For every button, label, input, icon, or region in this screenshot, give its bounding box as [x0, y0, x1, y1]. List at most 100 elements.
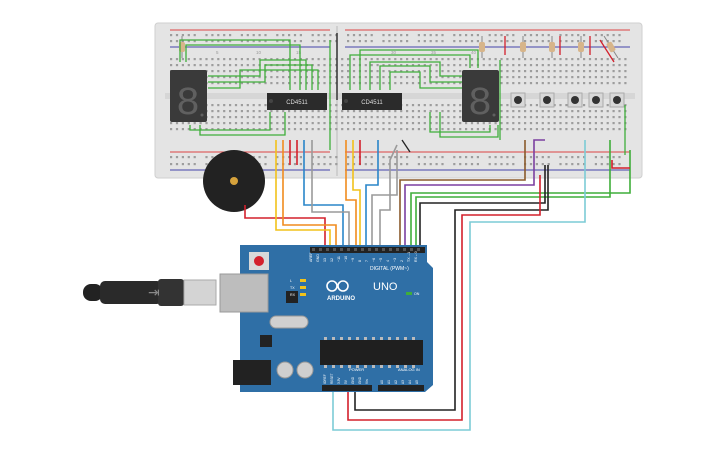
breadboard-hole[interactable]: [223, 58, 226, 61]
breadboard-hole[interactable]: [447, 116, 450, 119]
breadboard-hole[interactable]: [282, 34, 285, 37]
breadboard-hole[interactable]: [282, 58, 285, 61]
breadboard-hole[interactable]: [240, 82, 243, 85]
breadboard-hole[interactable]: [441, 128, 444, 131]
breadboard-hole[interactable]: [553, 58, 556, 61]
breadboard-hole[interactable]: [358, 40, 361, 43]
breadboard-hole[interactable]: [559, 116, 562, 119]
breadboard-hole[interactable]: [535, 116, 538, 119]
breadboard-hole[interactable]: [529, 116, 533, 119]
breadboard-hole[interactable]: [382, 70, 385, 73]
breadboard-hole[interactable]: [417, 70, 420, 73]
breadboard-hole[interactable]: [547, 58, 550, 61]
breadboard-hole[interactable]: [341, 110, 344, 113]
breadboard-hole[interactable]: [606, 76, 609, 79]
breadboard-hole[interactable]: [429, 76, 432, 79]
breadboard-hole[interactable]: [423, 163, 426, 166]
breadboard-hole[interactable]: [211, 76, 214, 79]
breadboard-hole[interactable]: [229, 34, 232, 37]
breadboard-hole[interactable]: [288, 116, 291, 119]
breadboard-hole[interactable]: [258, 76, 261, 79]
breadboard-hole[interactable]: [588, 64, 592, 67]
breadboard-hole[interactable]: [429, 122, 432, 125]
breadboard-hole[interactable]: [435, 82, 438, 85]
breadboard-hole[interactable]: [175, 64, 179, 67]
breadboard-hole[interactable]: [441, 104, 444, 107]
breadboard-hole[interactable]: [529, 58, 533, 61]
breadboard-hole[interactable]: [293, 34, 297, 37]
breadboard-hole[interactable]: [358, 122, 361, 125]
breadboard-hole[interactable]: [541, 122, 544, 125]
breadboard-hole[interactable]: [288, 110, 291, 113]
breadboard-hole[interactable]: [565, 163, 568, 166]
breadboard-hole[interactable]: [246, 64, 249, 67]
breadboard-hole[interactable]: [541, 116, 544, 119]
breadboard-hole[interactable]: [618, 58, 621, 61]
breadboard-hole[interactable]: [276, 163, 279, 166]
breadboard-hole[interactable]: [470, 58, 474, 61]
breadboard-hole[interactable]: [276, 156, 279, 159]
breadboard-hole[interactable]: [518, 110, 521, 113]
breadboard-hole[interactable]: [382, 58, 385, 61]
breadboard-hole[interactable]: [588, 128, 592, 131]
breadboard-hole[interactable]: [205, 156, 208, 159]
breadboard-hole[interactable]: [470, 64, 474, 67]
breadboard-hole[interactable]: [500, 70, 503, 73]
breadboard-hole[interactable]: [488, 58, 491, 61]
breadboard-hole[interactable]: [453, 64, 456, 67]
breadboard-hole[interactable]: [465, 122, 468, 125]
breadboard-hole[interactable]: [406, 110, 409, 113]
breadboard-hole[interactable]: [541, 34, 544, 37]
breadboard-hole[interactable]: [205, 58, 208, 61]
breadboard-hole[interactable]: [559, 156, 562, 159]
breadboard-hole[interactable]: [205, 34, 208, 37]
breadboard-hole[interactable]: [618, 116, 621, 119]
breadboard-hole[interactable]: [417, 82, 420, 85]
breadboard-hole[interactable]: [529, 110, 533, 113]
breadboard-hole[interactable]: [199, 122, 202, 125]
breadboard-hole[interactable]: [370, 82, 373, 85]
breadboard-hole[interactable]: [518, 64, 521, 67]
breadboard-hole[interactable]: [394, 82, 397, 85]
breadboard-hole[interactable]: [459, 70, 462, 73]
breadboard-hole[interactable]: [482, 64, 485, 67]
breadboard-hole[interactable]: [299, 58, 302, 61]
breadboard-hole[interactable]: [559, 82, 562, 85]
breadboard-hole[interactable]: [382, 156, 385, 159]
breadboard-hole[interactable]: [288, 82, 291, 85]
breadboard-hole[interactable]: [529, 104, 533, 107]
breadboard-hole[interactable]: [465, 58, 468, 61]
breadboard-hole[interactable]: [364, 82, 367, 85]
breadboard-hole[interactable]: [512, 122, 515, 125]
breadboard-hole[interactable]: [429, 163, 432, 166]
breadboard-hole[interactable]: [618, 40, 621, 43]
breadboard-hole[interactable]: [382, 116, 385, 119]
breadboard-hole[interactable]: [276, 110, 279, 113]
breadboard-hole[interactable]: [506, 82, 509, 85]
breadboard-hole[interactable]: [276, 82, 279, 85]
breadboard-hole[interactable]: [506, 122, 509, 125]
breadboard-hole[interactable]: [258, 34, 261, 37]
push-buttons[interactable]: [510, 92, 625, 108]
breadboard-hole[interactable]: [264, 82, 267, 85]
breadboard-hole[interactable]: [417, 34, 420, 37]
breadboard-hole[interactable]: [311, 128, 314, 131]
breadboard-hole[interactable]: [565, 82, 568, 85]
breadboard-hole[interactable]: [535, 40, 538, 43]
breadboard-hole[interactable]: [453, 34, 456, 37]
breadboard-hole[interactable]: [370, 163, 373, 166]
breadboard-hole[interactable]: [476, 34, 479, 37]
breadboard-hole[interactable]: [529, 128, 533, 131]
breadboard-hole[interactable]: [583, 58, 586, 61]
breadboard-hole[interactable]: [288, 40, 291, 43]
breadboard-hole[interactable]: [400, 64, 403, 67]
breadboard-hole[interactable]: [500, 76, 503, 79]
breadboard-hole[interactable]: [583, 128, 586, 131]
breadboard-hole[interactable]: [470, 122, 474, 125]
breadboard-hole[interactable]: [311, 116, 314, 119]
breadboard-hole[interactable]: [547, 76, 550, 79]
breadboard-hole[interactable]: [246, 122, 249, 125]
breadboard-hole[interactable]: [453, 156, 456, 159]
breadboard-hole[interactable]: [512, 82, 515, 85]
breadboard-hole[interactable]: [494, 40, 497, 43]
